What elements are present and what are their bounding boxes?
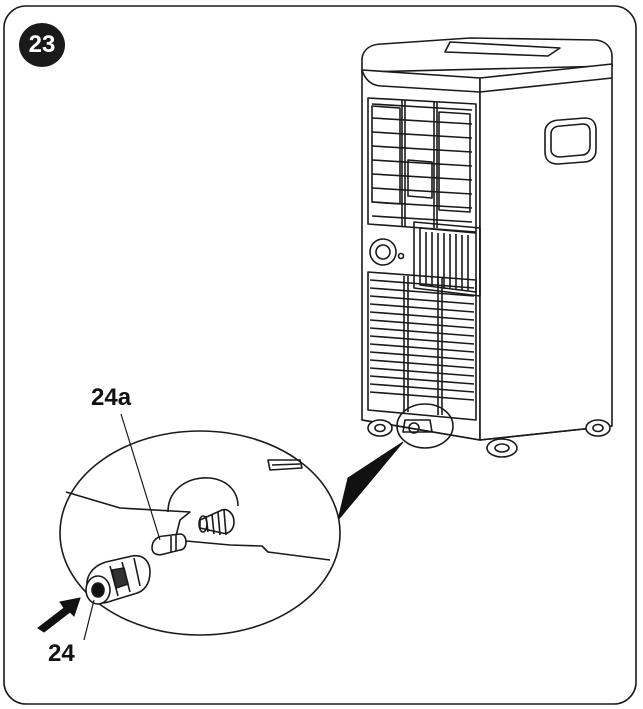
callout-label-24a: 24a — [91, 384, 132, 411]
air-conditioner-unit — [361, 37, 613, 458]
upper-air-outlet — [367, 97, 477, 233]
magnified-detail — [59, 413, 341, 641]
drain-port-highlight — [396, 403, 454, 449]
figure-frame — [3, 5, 637, 705]
wheel-front-right — [486, 438, 518, 458]
lower-air-intake — [367, 271, 477, 421]
filter-cover — [413, 221, 481, 297]
callout-label-24: 24 — [48, 640, 75, 667]
side-handle — [544, 117, 597, 165]
step-number-badge: 23 — [19, 23, 65, 67]
magnifier-ellipse — [59, 430, 341, 636]
control-knob — [369, 238, 397, 266]
leader-line-24 — [83, 599, 95, 641]
wheel-rear-right — [585, 419, 611, 437]
zoom-pointer-wedge — [337, 441, 404, 521]
wheel-front-left — [367, 419, 393, 437]
arrow-right-icon — [37, 597, 81, 633]
drain-cap-24 — [85, 554, 151, 605]
leader-line-24a — [120, 413, 161, 541]
